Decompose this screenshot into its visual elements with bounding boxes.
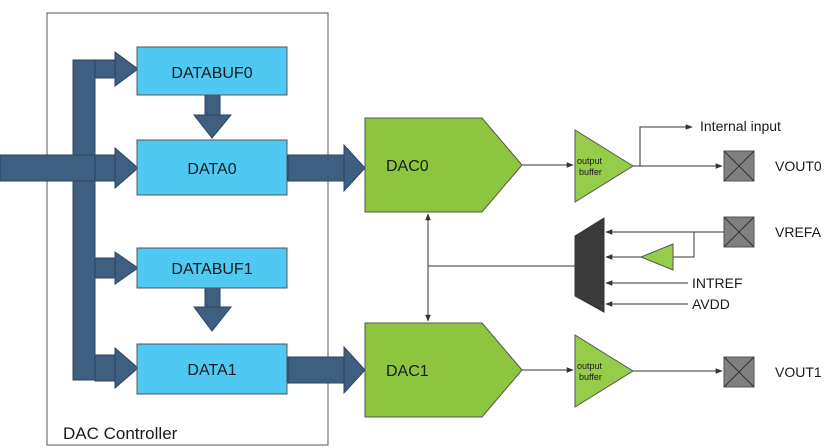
vrefa-label: VREFA — [775, 224, 822, 240]
output-buffer-0 — [574, 129, 634, 203]
output-buffer-1-line1: output — [577, 361, 603, 371]
vrefa-pin — [723, 216, 755, 248]
data-bus — [0, 51, 366, 395]
dac1-label: DAC1 — [386, 363, 429, 380]
data0-label: DATA0 — [187, 161, 236, 178]
internal-input-line — [639, 124, 693, 166]
data1-register — [136, 343, 288, 395]
output-buffer-1 — [574, 334, 634, 408]
reference-buffer — [639, 243, 674, 271]
dac0-converter — [364, 117, 523, 213]
intref-label: INTREF — [692, 275, 743, 291]
dac-controller-label: DAC Controller — [63, 424, 178, 443]
output-buffer-0-line1: output — [577, 156, 603, 166]
reference-mux — [574, 217, 605, 313]
output-buffer-1-line2: buffer — [579, 372, 602, 382]
vrefa-to-ref-buffer — [673, 232, 695, 258]
data1-label: DATA1 — [187, 362, 236, 379]
vout0-pin — [723, 150, 755, 182]
vout1-label: VOUT1 — [775, 364, 822, 380]
internal-input-label: Internal input — [700, 118, 781, 134]
vout1-pin — [723, 356, 755, 388]
output-buffer-0-line2: buffer — [579, 167, 602, 177]
dac1-converter — [364, 322, 523, 418]
databuf0-register — [136, 46, 288, 96]
avdd-label: AVDD — [692, 296, 730, 312]
databuf1-label: DATABUF1 — [171, 261, 252, 278]
vout0-label: VOUT0 — [775, 158, 822, 174]
dac0-label: DAC0 — [386, 158, 429, 175]
dac-controller-frame — [46, 12, 329, 446]
data0-register — [136, 139, 288, 196]
databuf0-label: DATABUF0 — [171, 65, 252, 82]
databuf1-register — [136, 247, 288, 289]
